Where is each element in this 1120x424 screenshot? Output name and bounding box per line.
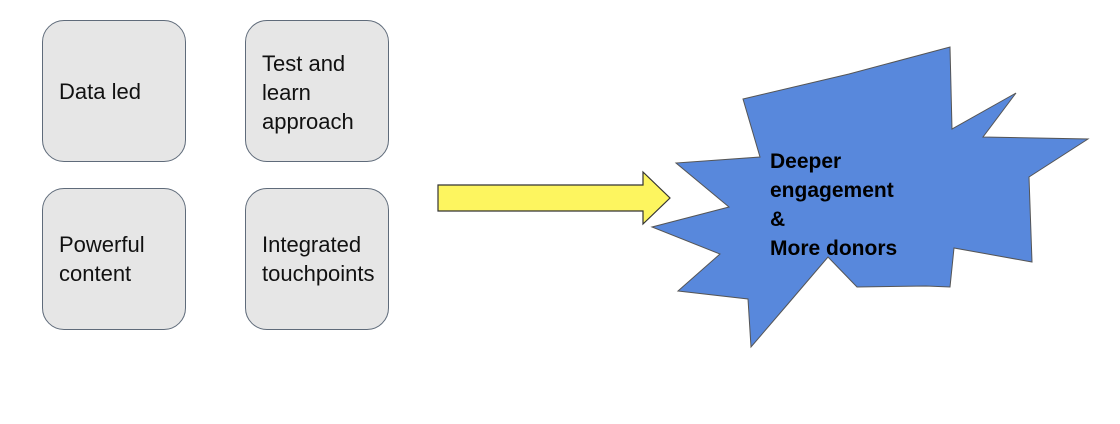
right-arrow-icon — [437, 170, 671, 226]
input-box-data-led: Data led — [42, 20, 186, 162]
input-label: Data led — [59, 78, 141, 104]
starburst-shape — [650, 46, 1090, 349]
input-label: Powerful content — [59, 232, 145, 286]
outcome-label: Deeper engagement & More donors — [770, 150, 898, 260]
input-box-powerful-content: Powerful content — [42, 188, 186, 330]
input-label: Test and learn approach — [262, 51, 354, 134]
input-label: Integrated touchpoints — [262, 232, 375, 286]
input-box-integrated-touchpoints: Integrated touchpoints — [245, 188, 389, 330]
input-box-test-and-learn: Test and learn approach — [245, 20, 389, 162]
